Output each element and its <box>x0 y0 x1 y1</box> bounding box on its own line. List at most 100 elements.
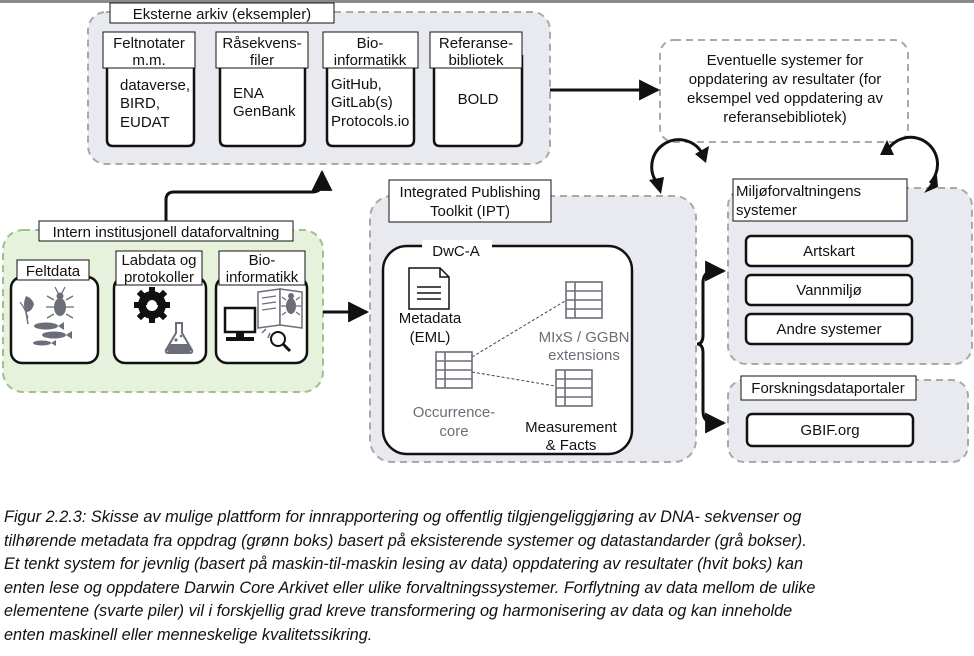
internal-title: Intern institusjonell dataforvaltning <box>53 224 280 241</box>
archive-body-line: GenBank <box>233 103 296 120</box>
archive-header-box <box>215 31 309 69</box>
eventual-systems-line: oppdatering av resultater (for <box>689 71 882 88</box>
ipt-title-box <box>388 179 552 223</box>
archive-referansebibliotek: Referanse- bibliotek BOLD <box>429 31 524 148</box>
archive-body-line: GitLab(s) <box>331 94 393 111</box>
archive-header-line: m.m. <box>132 52 165 69</box>
archive-header-line: bibliotek <box>448 52 504 69</box>
internal-item-header-box <box>218 250 306 286</box>
lab-gear-flask-icon <box>134 287 194 354</box>
miljo-group: Miljøforvaltningens systemer Artskart Va… <box>727 178 973 365</box>
internal-item-header: Feltdata <box>26 263 81 280</box>
caption-line: Figur 2.2.3: Skisse av mulige plattform … <box>4 508 802 526</box>
internal-item-header: informatikk <box>226 269 299 286</box>
archive-bioinformatikk: Bio- informatikk GitHub, GitLab(s) Proto… <box>322 31 419 148</box>
archive-rasekvensfiler: Råsekvens- filer ENA GenBank <box>215 31 309 148</box>
archive-body-line: GitHub, <box>331 76 382 93</box>
archive-body-line: BIRD, <box>120 95 160 112</box>
archive-body-line: ENA <box>233 85 264 102</box>
system-artskart-label: Artskart <box>803 243 856 260</box>
dashed-connector <box>471 371 556 387</box>
external-archives-title-box <box>109 2 335 24</box>
mixs-label: MIxS / GGBN <box>539 329 630 346</box>
ipt-title-line: Integrated Publishing <box>400 184 541 201</box>
system-vannmiljo <box>744 273 914 307</box>
miljo-title-box <box>732 178 908 222</box>
portal-gbif <box>745 412 915 448</box>
internal-item-box <box>9 275 100 365</box>
archive-header-box <box>429 31 523 69</box>
dashed-connector <box>471 300 566 358</box>
archive-body-line: BOLD <box>458 91 499 108</box>
cycle-arrowhead <box>880 140 894 155</box>
archive-cylinder <box>325 55 416 148</box>
forskning-group: Forskningsdataportaler GBIF.org <box>727 375 969 463</box>
measurement-label: Measurement <box>525 419 618 436</box>
measurement-label: & Facts <box>546 437 597 454</box>
internal-item-header: Labdata og <box>121 252 196 269</box>
metadata-label: Metadata <box>399 310 462 327</box>
caption-line: elementene (svarte piler) vil i forskjel… <box>4 602 793 620</box>
archive-header-box <box>322 31 419 69</box>
measurement-table-icon <box>555 369 593 407</box>
arrow-ipt-to-portals <box>696 342 727 434</box>
occurrence-table-icon <box>435 351 473 389</box>
portal-gbif-label: GBIF.org <box>800 422 859 439</box>
eventual-systems-line: referansebibliotek) <box>723 109 846 126</box>
archive-body-line: EUDAT <box>120 114 170 131</box>
caption-line: enten lese og oppdatere Darwin Core Arki… <box>4 578 816 597</box>
eventual-systems-line: Eventuelle systemer for <box>707 52 864 69</box>
eventual-systems-line: eksempel ved oppdatering av <box>687 90 883 107</box>
ipt-title-line: Toolkit (IPT) <box>430 203 510 220</box>
archive-header-line: Feltnotater <box>113 35 185 52</box>
internal-bioinformatikk: Bio- informatikk <box>214 250 309 365</box>
cycle-arrow-right <box>884 135 940 185</box>
field-organisms-icon <box>19 286 74 346</box>
archive-header-line: informatikk <box>334 52 407 69</box>
archive-body-line: Protocols.io <box>331 113 409 130</box>
forskning-title-box <box>740 375 917 401</box>
internal-item-header-box <box>115 250 203 286</box>
internal-item-header-box <box>16 259 90 281</box>
dwca-label: DwC-A <box>432 243 480 260</box>
archive-header-line: Bio- <box>357 35 384 52</box>
top-border <box>0 0 974 3</box>
caption-line: Et tenkt system for jevnlig (basert på m… <box>4 555 804 573</box>
forskning-title: Forskningsdataportaler <box>751 380 904 397</box>
cycle-arrowhead <box>649 177 664 194</box>
archive-header-line: filer <box>250 52 274 69</box>
miljo-title-line: Miljøforvaltningens <box>736 183 861 200</box>
dwca-label-bg <box>422 240 492 254</box>
mixs-label: extensions <box>548 347 620 364</box>
archive-feltnotater: Feltnotater m.m. dataverse, BIRD, EUDAT <box>102 31 196 148</box>
figure-caption: Figur 2.2.3: Skisse av mulige plattform … <box>4 506 970 647</box>
archive-header-line: Råsekvens- <box>222 35 301 52</box>
mixs-table-icon <box>565 281 603 319</box>
platform-diagram: Eksterne arkiv (eksempler) Feltnotater m… <box>2 2 973 463</box>
occurrence-label: core <box>439 423 468 440</box>
document-icon <box>408 267 450 310</box>
archive-header-box <box>102 31 196 69</box>
computer-book-icon <box>223 288 303 353</box>
external-archives-title: Eksterne arkiv (eksempler) <box>133 6 311 23</box>
system-vannmiljo-label: Vannmiljø <box>796 282 862 299</box>
internal-item-header: Bio- <box>249 252 276 269</box>
eventual-systems-group: Eventuelle systemer for oppdatering av r… <box>659 39 909 143</box>
archive-body-line: dataverse, <box>120 77 190 94</box>
internal-item-header: protokoller <box>124 269 194 286</box>
cycle-arrow-left <box>650 138 704 185</box>
ipt-group: Integrated Publishing Toolkit (IPT) DwC-… <box>369 179 697 463</box>
external-archives-group: Eksterne arkiv (eksempler) Feltnotater m… <box>87 2 551 165</box>
cycle-arrowhead <box>695 146 709 163</box>
archive-cylinder <box>218 55 307 148</box>
internal-group: Intern institusjonell dataforvaltning Fe… <box>2 220 324 393</box>
caption-line: enten maskinell eller menneskelige kvali… <box>4 625 373 644</box>
system-andre <box>744 312 914 346</box>
data-flow-arrows <box>164 79 940 434</box>
system-andre-label: Andre systemer <box>776 321 881 338</box>
arrow-internal-to-external <box>164 169 333 221</box>
system-artskart <box>744 234 914 268</box>
internal-labdata: Labdata og protokoller <box>112 250 208 365</box>
archive-header-line: Referanse- <box>439 35 513 52</box>
metadata-label: (EML) <box>410 329 451 346</box>
